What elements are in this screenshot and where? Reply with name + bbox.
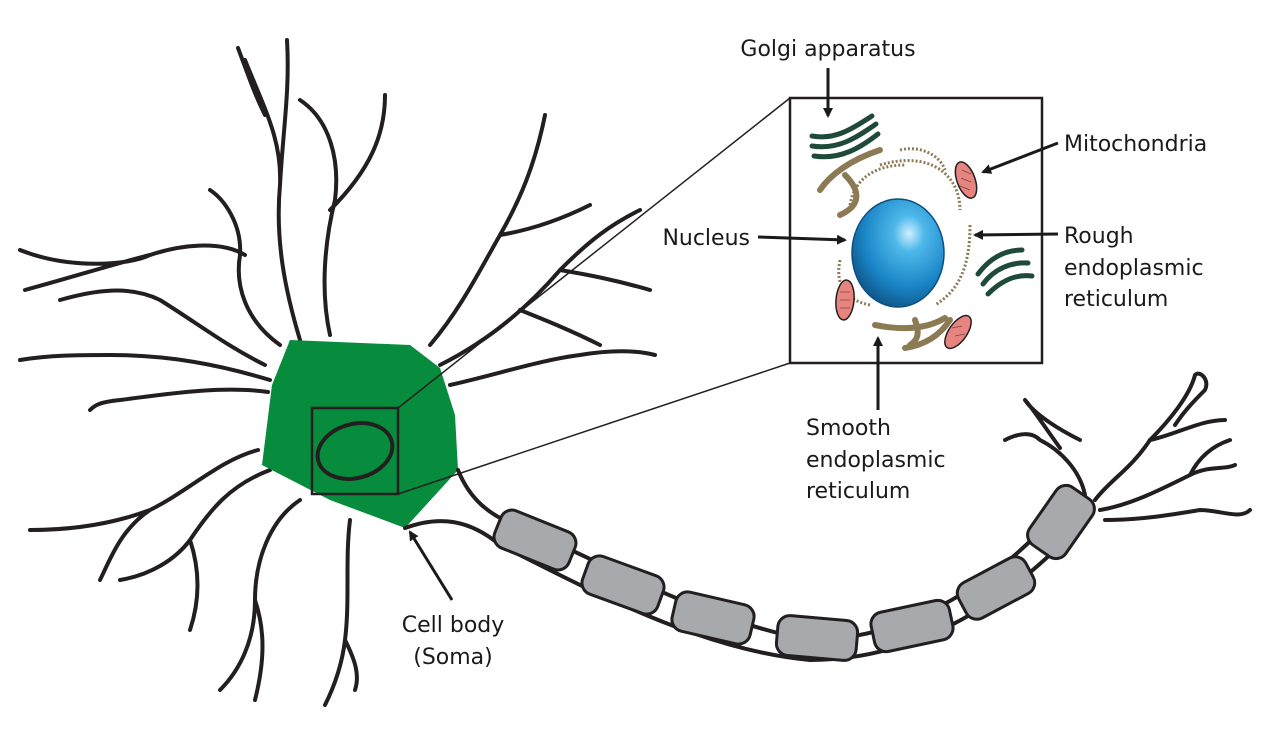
rough-er — [837, 147, 972, 307]
smooth-er-label-line3: reticulum — [806, 479, 910, 504]
rough-er-label: Rough endoplasmic reticulum — [1064, 224, 1204, 312]
smooth-er-label-line2: endoplasmic — [806, 448, 946, 473]
rough-er-label-line3: reticulum — [1064, 287, 1168, 312]
smooth-er — [817, 147, 953, 351]
rough-er-stack — [975, 247, 1035, 297]
nucleus-arrow — [757, 234, 847, 245]
smooth-er-label: Smooth endoplasmic reticulum — [806, 416, 946, 504]
mitochondria-arrow — [981, 141, 1059, 174]
mitochondrion — [944, 314, 972, 350]
axon-terminals — [1003, 371, 1252, 522]
zoom-projection-lines — [397, 97, 791, 495]
cell-body-label-line2: (Soma) — [413, 645, 493, 670]
myelin-segment — [492, 508, 578, 572]
myelin-sheath — [492, 483, 1096, 662]
myelin-segment — [774, 614, 860, 662]
myelin-segment — [955, 555, 1037, 621]
cell-body-label-line1: Cell body — [402, 613, 505, 638]
nucleus-label: Nucleus — [662, 226, 750, 251]
golgi-label: Golgi apparatus — [740, 37, 915, 62]
zoom-box-small — [310, 406, 400, 496]
cell-body-label: Cell body (Soma) — [402, 613, 505, 670]
mitochondria-label: Mitochondria — [1064, 132, 1207, 157]
rough-er-label-line2: endoplasmic — [1064, 256, 1204, 281]
label-arrows — [408, 68, 1059, 601]
myelin-segment — [1026, 483, 1096, 561]
rough-er-arrow — [973, 229, 1059, 240]
rough-er-label-line1: Rough — [1064, 224, 1134, 249]
cell-inset — [788, 96, 1044, 365]
nucleus-outline — [315, 421, 395, 481]
myelin-segment — [670, 590, 756, 646]
cell-body-arrow — [408, 530, 454, 601]
myelin-segment — [580, 554, 666, 616]
golgi-apparatus-shape — [809, 113, 881, 160]
smooth-er-label-line1: Smooth — [806, 416, 891, 441]
myelin-segment — [869, 598, 955, 654]
cell-body-soma — [262, 340, 458, 528]
dendrites — [18, 38, 657, 707]
nucleus — [851, 198, 945, 308]
